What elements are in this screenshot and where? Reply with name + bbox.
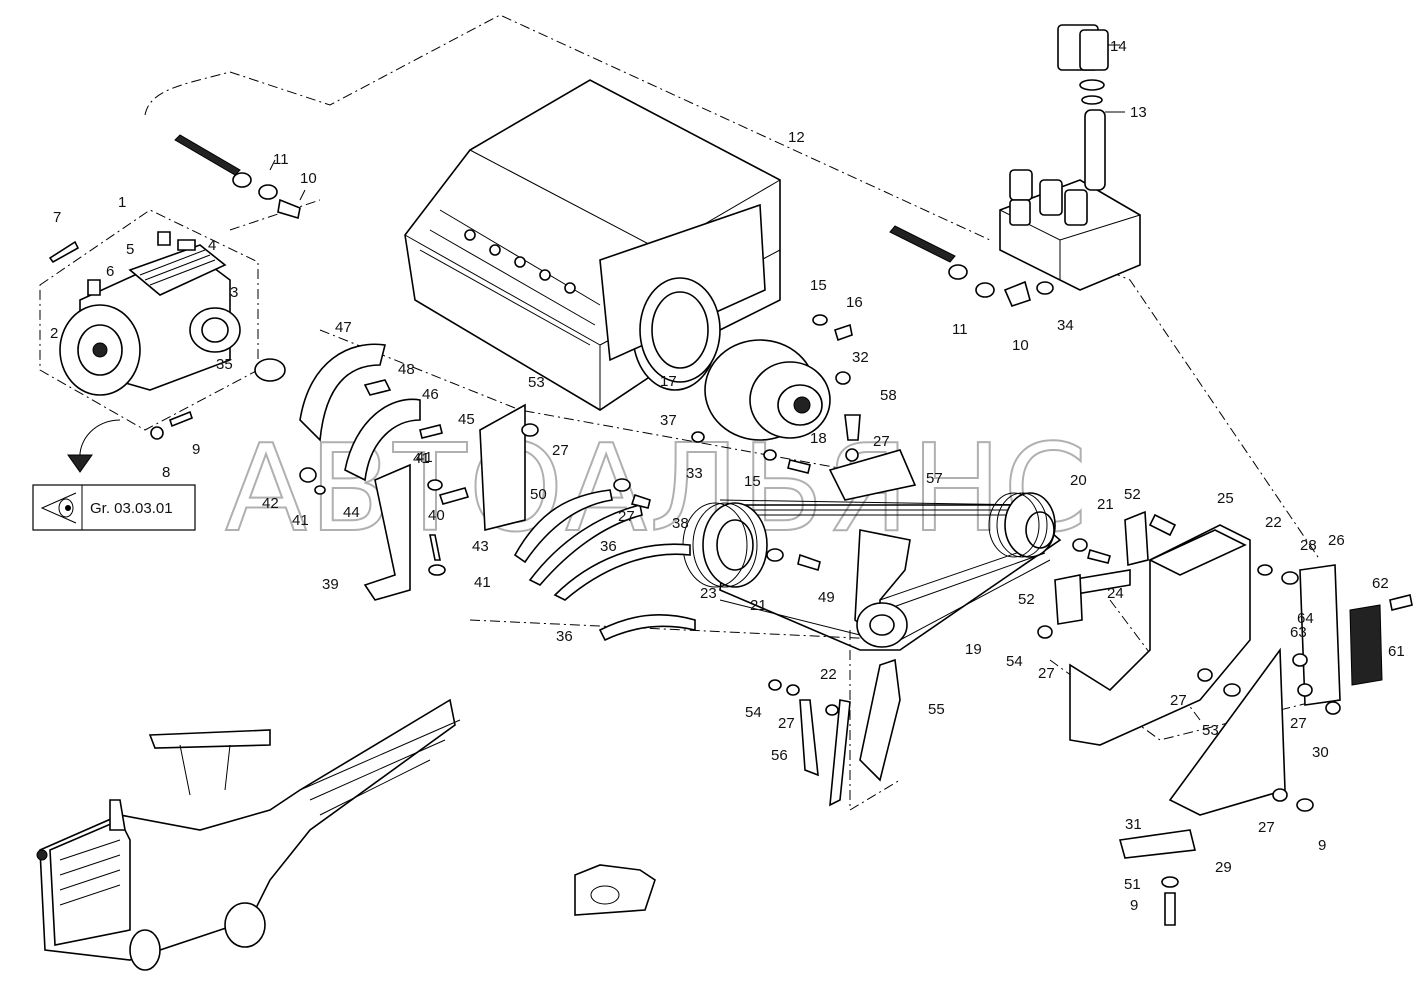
callout-27: 27 bbox=[1290, 715, 1307, 732]
callout-45: 45 bbox=[458, 411, 475, 428]
callout-64: 64 bbox=[1297, 610, 1314, 627]
side-plates bbox=[1054, 510, 1383, 859]
callout-36: 36 bbox=[600, 538, 617, 555]
callout-38: 38 bbox=[672, 515, 689, 532]
callout-10: 10 bbox=[300, 170, 317, 187]
callout-15: 15 bbox=[744, 473, 761, 490]
callout-39: 39 bbox=[322, 576, 339, 593]
callout-58: 58 bbox=[880, 387, 897, 404]
eye-view-icon bbox=[40, 492, 77, 524]
callout-11: 11 bbox=[952, 321, 968, 338]
callout-49: 49 bbox=[818, 589, 835, 606]
callout-14: 14 bbox=[1110, 38, 1127, 55]
callout-32: 32 bbox=[852, 349, 869, 366]
callout-30: 30 bbox=[1312, 744, 1329, 761]
callout-28: 28 bbox=[1300, 537, 1317, 554]
hoses bbox=[174, 134, 1054, 307]
callout-22: 22 bbox=[1265, 514, 1282, 531]
callout-61: 61 bbox=[1388, 643, 1405, 660]
callout-20: 20 bbox=[1070, 472, 1087, 489]
callout-41: 41 bbox=[474, 574, 491, 591]
callout-40: 40 bbox=[428, 507, 445, 524]
drive-hub bbox=[704, 339, 831, 441]
callout-22: 22 bbox=[820, 666, 837, 683]
callout-27: 27 bbox=[1170, 692, 1187, 709]
callout-12: 12 bbox=[788, 129, 805, 146]
callout-42: 42 bbox=[262, 495, 279, 512]
callout-7: 7 bbox=[53, 209, 61, 226]
reference-label: Gr. 03.03.01 bbox=[90, 500, 173, 517]
callout-41: 41 bbox=[292, 512, 309, 529]
callout-21: 21 bbox=[750, 597, 767, 614]
callout-34: 34 bbox=[1057, 317, 1074, 334]
callout-5: 5 bbox=[126, 241, 134, 258]
callout-33: 33 bbox=[686, 465, 703, 482]
callout-52: 52 bbox=[1124, 486, 1141, 503]
callout-4: 4 bbox=[208, 237, 216, 254]
callout-31: 31 bbox=[1125, 816, 1142, 833]
callout-52: 52 bbox=[1018, 591, 1035, 608]
callout-44: 44 bbox=[343, 504, 360, 521]
callout-15: 15 bbox=[810, 277, 827, 294]
callout-27: 27 bbox=[1038, 665, 1055, 682]
callout-57: 57 bbox=[926, 470, 943, 487]
belt-drive bbox=[682, 414, 1062, 651]
callout-41: 41 bbox=[413, 450, 430, 467]
callout-35: 35 bbox=[216, 356, 233, 373]
callout-26: 26 bbox=[1328, 532, 1345, 549]
callout-46: 46 bbox=[422, 386, 439, 403]
callout-41: 41 bbox=[416, 449, 433, 466]
callout-24: 24 bbox=[1107, 585, 1124, 602]
callout-18: 18 bbox=[810, 430, 827, 447]
callout-47: 47 bbox=[335, 319, 352, 336]
callout-17: 17 bbox=[660, 373, 677, 390]
callout-43: 43 bbox=[472, 538, 489, 555]
drum-housing bbox=[404, 79, 781, 411]
callout-9: 9 bbox=[1318, 837, 1326, 854]
valve-block bbox=[999, 24, 1141, 291]
callout-16: 16 bbox=[846, 294, 863, 311]
callout-27: 27 bbox=[618, 508, 635, 525]
callout-36: 36 bbox=[556, 628, 573, 645]
callout-27: 27 bbox=[873, 433, 890, 450]
callout-2: 2 bbox=[50, 325, 58, 342]
callout-56: 56 bbox=[771, 747, 788, 764]
reference-group-box[interactable]: Gr. 03.03.01 bbox=[32, 484, 196, 531]
callout-54: 54 bbox=[745, 704, 762, 721]
callout-27: 27 bbox=[778, 715, 795, 732]
callout-13: 13 bbox=[1130, 104, 1147, 121]
callout-8: 8 bbox=[162, 464, 170, 481]
callout-63: 63 bbox=[1290, 624, 1307, 641]
callout-9: 9 bbox=[192, 441, 200, 458]
callout-1: 1 bbox=[118, 194, 126, 211]
callout-23: 23 bbox=[700, 585, 717, 602]
callout-50: 50 bbox=[530, 486, 547, 503]
callout-9: 9 bbox=[1130, 897, 1138, 914]
callout-27: 27 bbox=[552, 442, 569, 459]
callout-21: 21 bbox=[1097, 496, 1114, 513]
machine-overview bbox=[36, 698, 461, 971]
callout-27: 27 bbox=[1258, 819, 1275, 836]
callout-48: 48 bbox=[398, 361, 415, 378]
callout-19: 19 bbox=[965, 641, 982, 658]
hardware bbox=[299, 314, 1413, 926]
callout-55: 55 bbox=[928, 701, 945, 718]
view-direction-arrow bbox=[67, 419, 656, 916]
guard-segments bbox=[299, 343, 696, 642]
callout-6: 6 bbox=[106, 263, 114, 280]
callout-53: 53 bbox=[1202, 722, 1219, 739]
callout-3: 3 bbox=[230, 284, 238, 301]
gearbox-assembly bbox=[48, 231, 286, 440]
callout-25: 25 bbox=[1217, 490, 1234, 507]
callout-62: 62 bbox=[1372, 575, 1389, 592]
callout-53: 53 bbox=[528, 374, 545, 391]
callout-51: 51 bbox=[1124, 876, 1141, 893]
callout-54: 54 bbox=[1006, 653, 1023, 670]
callout-10: 10 bbox=[1012, 337, 1029, 354]
callout-37: 37 bbox=[660, 412, 677, 429]
callout-29: 29 bbox=[1215, 859, 1232, 876]
callout-11: 11 bbox=[273, 151, 289, 168]
